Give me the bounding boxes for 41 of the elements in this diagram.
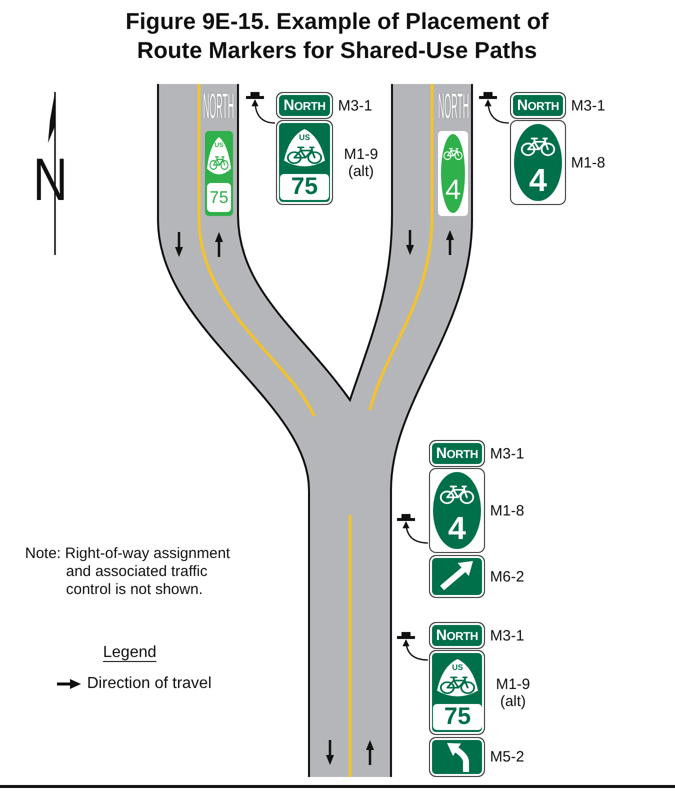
sign-post-symbol [397, 514, 415, 521]
figure-title: Figure 9E-15. Example of Placement of Route Markers for Shared-Use Paths [125, 8, 549, 63]
north-plate-sign: NORTH [429, 440, 485, 467]
sign-code-label: M1-9 (alt) [342, 146, 380, 180]
pavement-marking-text: NORTH [438, 94, 470, 123]
leader-arrow [252, 99, 276, 124]
leader-arrow [402, 521, 428, 544]
leader-arrow [402, 639, 428, 661]
sign-code-label: M3-1 [571, 97, 606, 114]
route-marker-sign [429, 650, 485, 735]
route-number: 75 [433, 704, 482, 730]
route-marker-sign [276, 120, 333, 205]
us-label: US [298, 134, 310, 142]
pavement-route-marker [205, 131, 233, 216]
sign-code-label: M1-8 [490, 502, 524, 519]
sign-post-symbol [479, 92, 497, 99]
route-number: 4 [445, 176, 461, 204]
sign-code-label: M6-2 [490, 568, 524, 585]
legend-title: Legend [103, 643, 156, 662]
north-plate-sign: NORTH [510, 92, 566, 119]
note-text: Note: Right-of-way assignment and associated traffic control is not shown. [25, 545, 232, 599]
guide-arrow-sign [429, 555, 485, 598]
pavement-marking-text: NORTH [203, 94, 234, 123]
route-number: 4 [529, 164, 547, 196]
sign-code-label: M5-2 [490, 748, 524, 766]
route-number: 75 [207, 183, 231, 212]
sign-code-label: M3-1 [490, 627, 524, 644]
sign-code-label: M3-1 [490, 445, 524, 462]
legend-label: Direction of travel [87, 675, 212, 693]
north-plate-sign: NORTH [276, 92, 333, 119]
sign-post-symbol [397, 632, 415, 639]
north-plate-sign: NORTH [429, 622, 485, 649]
leader-arrow [484, 99, 510, 124]
route-number: 75 [280, 174, 329, 200]
route-number: 4 [448, 512, 466, 544]
sign-code-label: M1-8 [571, 154, 606, 171]
us-label: US [452, 664, 464, 672]
guide-arrow-sign [429, 737, 485, 777]
sign-post-symbol [246, 92, 264, 99]
sign-code-label: M3-1 [338, 97, 372, 114]
sign-code-label: M1-9 (alt) [494, 676, 532, 710]
